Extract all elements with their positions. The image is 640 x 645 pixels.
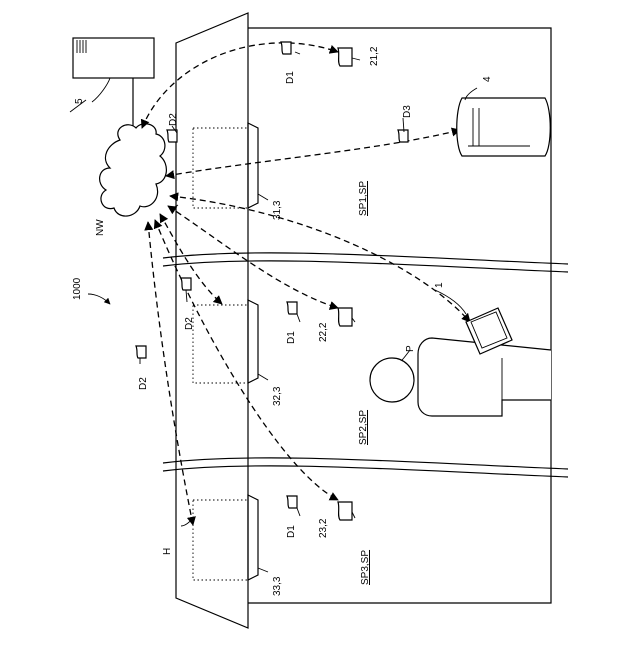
label-d3: D3: [402, 105, 413, 118]
label-person-p: P: [405, 345, 416, 352]
device-4-icon: [457, 98, 551, 156]
label-23-2: 23,2: [318, 518, 329, 538]
label-33-3: 33,3: [272, 576, 283, 596]
label-house-h: H: [162, 548, 173, 555]
appliance-21-icon: [338, 48, 352, 66]
label-d2-left: D2: [138, 377, 149, 390]
label-d1-room1: D1: [285, 71, 296, 84]
label-sp2: SP2,SP: [358, 410, 369, 445]
server-icon: [73, 38, 154, 128]
ceiling-unit-31: [193, 123, 258, 208]
label-text-1000: 1000: [72, 277, 83, 300]
label-sp3: SP3,SP: [360, 550, 371, 585]
label-sp1: SP1,SP: [358, 181, 369, 216]
label-d1-room2: D1: [286, 331, 297, 344]
label-22-2: 22,2: [318, 322, 329, 342]
appliance-22-icon: [338, 308, 352, 326]
label-nw: NW: [95, 219, 106, 236]
room-divider-2b: [163, 466, 568, 477]
room-divider-2: [163, 458, 568, 469]
appliance-23-icon: [338, 502, 352, 520]
person-p-icon: [370, 338, 551, 416]
label-32-3: 32,3: [272, 386, 283, 406]
label-d2-room2: D2: [184, 317, 195, 330]
ceiling-unit-33: [193, 495, 258, 580]
label-d2-cloud: D2: [168, 113, 179, 126]
label-server-5: 5: [74, 98, 85, 104]
network-cloud-icon: [100, 124, 167, 216]
label-21-2: 21,2: [369, 46, 380, 66]
label-device-4: 4: [482, 76, 493, 82]
ceiling-unit-32: [193, 300, 258, 383]
label-31-3: 31,3: [272, 200, 283, 220]
room-divider-1b: [163, 261, 568, 272]
label-d1-room3: D1: [286, 525, 297, 538]
room-divider-1: [163, 253, 568, 264]
label-1000: 1000: [72, 277, 83, 300]
label-terminal-1: 1: [434, 282, 445, 288]
